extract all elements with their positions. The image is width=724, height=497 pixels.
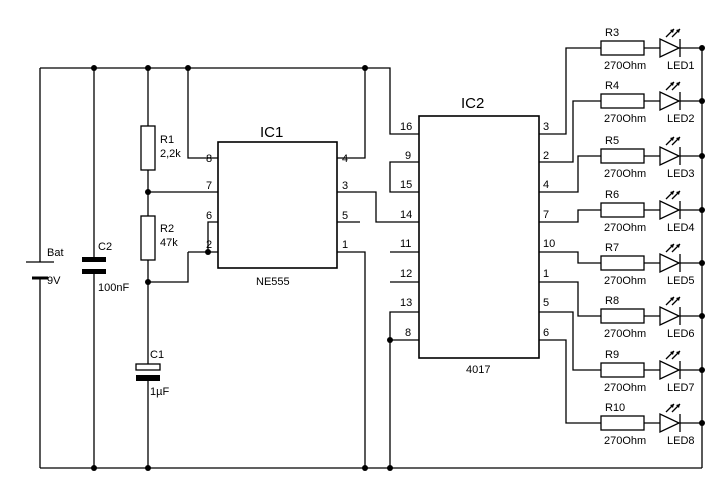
ic1-pin-1: 1 bbox=[342, 239, 348, 251]
c2-ref: C2 bbox=[98, 241, 112, 253]
capacitor-c2: C2 100nF bbox=[82, 241, 129, 294]
led7-resistor-ref: R9 bbox=[605, 349, 619, 361]
led2-resistor-value: 270Ohm bbox=[604, 113, 646, 125]
ic2-4017: IC2 4017 16 9 15 14 11 12 13 8 3 2 4 7 1… bbox=[400, 95, 555, 376]
ic2-pin-11: 11 bbox=[400, 238, 411, 250]
led1-resistor-ref: R3 bbox=[605, 27, 619, 39]
led3-resistor-ref: R5 bbox=[605, 135, 619, 147]
ic1-pin-8: 8 bbox=[206, 153, 212, 165]
ic1-name: IC1 bbox=[260, 124, 283, 141]
battery-ref: Bat bbox=[47, 247, 64, 259]
ic1-pin-7: 7 bbox=[206, 180, 212, 192]
ic2-pin-14: 14 bbox=[400, 209, 412, 221]
led5-resistor-value: 270Ohm bbox=[604, 275, 646, 287]
ic2-pin-16: 16 bbox=[400, 121, 412, 133]
r2-ref: R2 bbox=[160, 223, 174, 235]
led2-label: LED2 bbox=[667, 113, 695, 125]
r1-ref: R1 bbox=[160, 134, 174, 146]
ic2-name: IC2 bbox=[461, 95, 484, 112]
ic2-pin-2: 2 bbox=[543, 150, 549, 162]
led7-resistor-value: 270Ohm bbox=[604, 382, 646, 394]
ic2-part: 4017 bbox=[466, 364, 490, 376]
led2-resistor-ref: R4 bbox=[605, 80, 619, 92]
r1-value: 2,2k bbox=[160, 148, 181, 160]
led6-resistor-value: 270Ohm bbox=[604, 328, 646, 340]
resistor-r2: R2 47k bbox=[140, 215, 178, 261]
ic2-pin-6: 6 bbox=[543, 327, 549, 339]
ic2-pin-7: 7 bbox=[543, 209, 549, 221]
ic1-ne555: IC1 NE555 8 7 6 2 4 3 5 1 bbox=[206, 124, 348, 288]
led4-resistor-value: 270Ohm bbox=[604, 222, 646, 234]
ic2-pin-3: 3 bbox=[543, 121, 549, 133]
led8-resistor-ref: R10 bbox=[605, 402, 625, 414]
led7-label: LED7 bbox=[667, 382, 695, 394]
ic1-pin-2: 2 bbox=[206, 239, 212, 251]
output-wiring bbox=[539, 47, 601, 424]
led-stage: R3 270Ohm LED1 R4 270Ohm LED2 R5 270Ohm bbox=[600, 27, 705, 447]
ic2-pin-5: 5 bbox=[543, 297, 549, 309]
r2-value: 47k bbox=[160, 237, 178, 249]
led4-label: LED4 bbox=[667, 222, 695, 234]
battery: Bat 9V bbox=[26, 247, 64, 287]
led6-resistor-ref: R8 bbox=[605, 295, 619, 307]
ic1-pin-4: 4 bbox=[342, 153, 348, 165]
ic1-pin-6: 6 bbox=[206, 210, 212, 222]
battery-value: 9V bbox=[47, 275, 61, 287]
led6-label: LED6 bbox=[667, 328, 695, 340]
led8-label: LED8 bbox=[667, 435, 695, 447]
junction-dots bbox=[91, 65, 393, 471]
ic2-pin-1: 1 bbox=[543, 268, 549, 280]
c2-value: 100nF bbox=[98, 282, 129, 294]
led5-label: LED5 bbox=[667, 275, 695, 287]
ic2-pin-10: 10 bbox=[543, 238, 555, 250]
c1-value: 1µF bbox=[150, 386, 169, 398]
ic2-pin-13: 13 bbox=[400, 297, 412, 309]
ic2-pin-9: 9 bbox=[405, 150, 411, 162]
led4-resistor-ref: R6 bbox=[605, 189, 619, 201]
ic2-pin-4: 4 bbox=[543, 179, 549, 191]
led1-resistor-value: 270Ohm bbox=[604, 60, 646, 72]
c1-ref: C1 bbox=[150, 349, 164, 361]
led1-label: LED1 bbox=[667, 60, 695, 72]
ic1-pin-3: 3 bbox=[342, 180, 348, 192]
ic2-pin-8: 8 bbox=[405, 327, 411, 339]
led8-resistor-value: 270Ohm bbox=[604, 435, 646, 447]
ic2-pin-15: 15 bbox=[400, 179, 412, 191]
led3-label: LED3 bbox=[667, 168, 695, 180]
led5-resistor-ref: R7 bbox=[605, 242, 619, 254]
led3-resistor-value: 270Ohm bbox=[604, 168, 646, 180]
resistor-r1: R1 2,2k bbox=[140, 125, 181, 171]
ic1-part: NE555 bbox=[256, 276, 290, 288]
ic1-pin-5: 5 bbox=[342, 210, 348, 222]
ic2-pin-12: 12 bbox=[400, 268, 412, 280]
capacitor-c1: C1 1µF bbox=[135, 349, 169, 398]
